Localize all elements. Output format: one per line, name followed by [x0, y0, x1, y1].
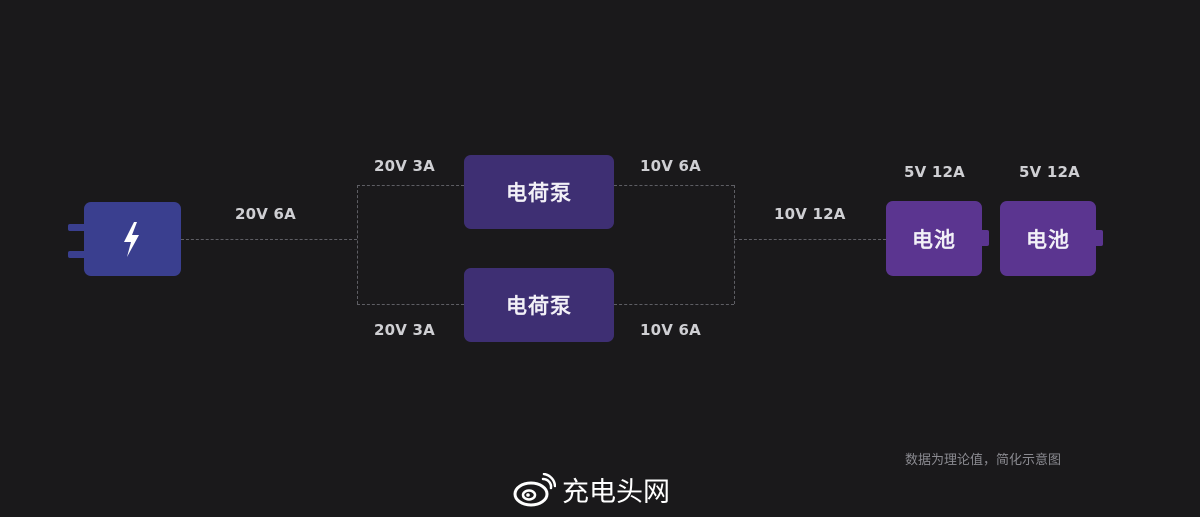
- charger-body: [84, 202, 181, 276]
- label-battery1: 5V 12A: [904, 163, 965, 181]
- charge-pump-bottom: 电荷泵: [464, 268, 614, 342]
- label-bottom-out: 10V 6A: [640, 321, 701, 339]
- battery-2: 电池: [1000, 201, 1096, 276]
- label-top-out: 10V 6A: [640, 157, 701, 175]
- footnote: 数据为理论值，简化示意图: [905, 453, 1062, 468]
- wire-top-pump-to-merge: [614, 185, 734, 186]
- watermark: 充电头网: [512, 470, 670, 509]
- charger-prong-bottom: [68, 251, 86, 258]
- charger-prong-top: [68, 224, 86, 231]
- wire-split-to-bottom-pump: [357, 304, 464, 305]
- label-battery2: 5V 12A: [1019, 163, 1080, 181]
- watermark-text: 充电头网: [562, 477, 670, 508]
- label-top-in: 20V 3A: [374, 157, 435, 175]
- lightning-bolt-icon: [124, 222, 139, 257]
- label-input: 20V 6A: [235, 205, 296, 223]
- wire-merge-to-battery: [734, 239, 886, 240]
- battery-1-terminal: [982, 230, 989, 246]
- label-bottom-in: 20V 3A: [374, 321, 435, 339]
- wire-right-merge: [734, 185, 735, 304]
- battery-2-terminal: [1096, 230, 1103, 246]
- label-merged-out: 10V 12A: [774, 205, 846, 223]
- wire-bottom-pump-to-merge: [614, 304, 734, 305]
- charge-pump-top: 电荷泵: [464, 155, 614, 229]
- wire-charger-to-split: [181, 239, 357, 240]
- weibo-icon: [513, 472, 556, 506]
- wire-left-split: [357, 185, 358, 304]
- wire-split-to-top-pump: [357, 185, 464, 186]
- battery-1: 电池: [886, 201, 982, 276]
